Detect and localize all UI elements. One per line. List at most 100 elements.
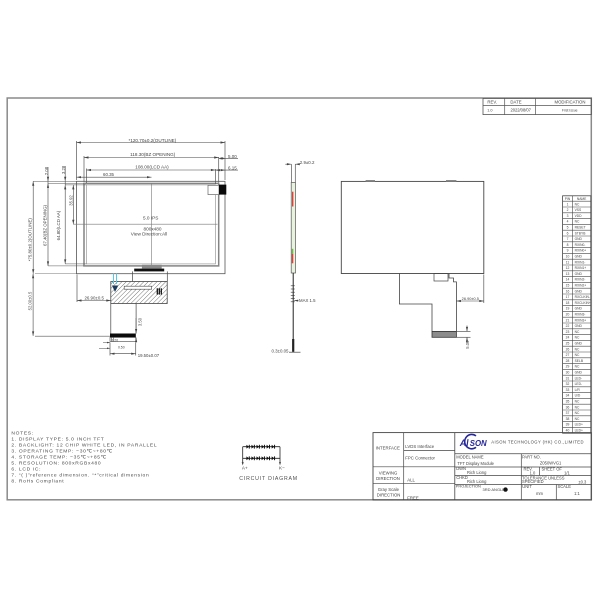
svg-text:REV.: REV. — [487, 99, 497, 104]
svg-text:TFT Display Module: TFT Display Module — [457, 461, 494, 466]
svg-text:SHEET OF: SHEET OF — [542, 466, 563, 471]
svg-text:GND: GND — [575, 342, 583, 346]
svg-text:RXIN3-: RXIN3- — [575, 313, 586, 317]
svg-text:RXIN0+: RXIN0+ — [575, 249, 587, 253]
svg-text:22: 22 — [566, 324, 570, 328]
svg-text:32: 32 — [566, 382, 570, 386]
svg-text:CHKD: CHKD — [456, 475, 468, 480]
svg-text:6. LCD IC:: 6. LCD IC: — [11, 466, 41, 472]
svg-text:MAX 1.5: MAX 1.5 — [299, 298, 316, 303]
svg-text:67.40(BZ OPENING): 67.40(BZ OPENING) — [42, 204, 47, 246]
svg-text:RXIN3+: RXIN3+ — [575, 318, 587, 322]
svg-text:VDD: VDD — [575, 214, 583, 218]
svg-text:0.3±0.05: 0.3±0.05 — [271, 348, 289, 353]
svg-text:GND: GND — [575, 272, 583, 276]
svg-text:12: 12 — [566, 266, 570, 270]
svg-text:2.9±0.2: 2.9±0.2 — [300, 160, 315, 165]
svg-text:SELB: SELB — [575, 359, 584, 363]
svg-text:34: 34 — [566, 394, 570, 398]
svg-text:SCALE: SCALE — [558, 484, 572, 489]
svg-text:VIEWING: VIEWING — [379, 470, 398, 475]
svg-text:52.00±0.5: 52.00±0.5 — [27, 291, 32, 310]
svg-text:NC: NC — [575, 400, 580, 404]
svg-text:21: 21 — [566, 318, 570, 322]
svg-text:35: 35 — [566, 400, 570, 404]
svg-text:*75.80±0.2(OUTLINE): *75.80±0.2(OUTLINE) — [27, 218, 32, 262]
svg-text:23: 23 — [566, 330, 570, 334]
svg-text:NC: NC — [575, 347, 580, 351]
svg-text:RESET: RESET — [575, 226, 586, 230]
svg-text:NC: NC — [575, 417, 580, 421]
svg-text:8: 8 — [567, 243, 569, 247]
svg-text:GND: GND — [575, 289, 583, 293]
svg-text:DIRECTION: DIRECTION — [376, 476, 400, 481]
svg-text:7: 7 — [567, 237, 569, 241]
svg-text:PART NO.: PART NO. — [522, 454, 541, 459]
svg-text:800x480: 800x480 — [144, 226, 162, 231]
svg-text:LED-: LED- — [575, 376, 583, 380]
svg-text:RXIN0-: RXIN0- — [575, 243, 586, 247]
svg-text:Gray Scale: Gray Scale — [378, 487, 400, 492]
svg-text:RXIN1+: RXIN1+ — [575, 266, 587, 270]
svg-text:GND: GND — [575, 255, 583, 259]
svg-text:*120.70±0.2(OUTLINE): *120.70±0.2(OUTLINE) — [129, 138, 177, 143]
svg-text:mm: mm — [536, 491, 543, 496]
svg-text:24: 24 — [566, 336, 570, 340]
svg-text:31: 31 — [566, 376, 570, 380]
svg-text:TOLERANCE UNLESS: TOLERANCE UNLESS — [522, 475, 565, 480]
svg-text:AISON TECHNOLOGY (HK) CO.,L: AISON TECHNOLOGY (HK) CO.,LIMITED — [491, 440, 584, 445]
svg-text:±0.3: ±0.3 — [578, 479, 587, 484]
svg-text:Rich Liong: Rich Liong — [467, 470, 487, 475]
svg-text:1: 1 — [567, 202, 569, 206]
svg-text:4: 4 — [567, 220, 569, 224]
svg-text:14: 14 — [566, 278, 570, 282]
svg-text:17: 17 — [566, 295, 570, 299]
svg-text:0.50: 0.50 — [118, 345, 125, 349]
svg-text:5.00: 5.00 — [228, 154, 237, 159]
svg-text:FREE: FREE — [407, 496, 419, 501]
svg-text:37: 37 — [566, 411, 570, 415]
svg-text:64.80(LCD AA): 64.80(LCD AA) — [56, 210, 61, 240]
svg-text:PROJECTION: PROJECTION — [456, 484, 481, 489]
svg-text:Rich Liong: Rich Liong — [467, 479, 487, 484]
svg-text:1/1: 1/1 — [564, 471, 570, 476]
svg-text:CIRCUIT DIAGRAM: CIRCUIT DIAGRAM — [239, 476, 298, 482]
svg-text:NC: NC — [575, 405, 580, 409]
svg-text:A: A — [459, 438, 467, 448]
svg-text:REV.: REV. — [524, 466, 533, 471]
svg-text:20: 20 — [566, 313, 570, 317]
svg-text:5.00: 5.00 — [465, 340, 470, 349]
svg-text:3. OPERATING TEMP: −30℃~+80℃: 3. OPERATING TEMP: −30℃~+80℃ — [11, 448, 112, 454]
svg-text:33: 33 — [566, 388, 570, 392]
svg-text:5.0 IPS: 5.0 IPS — [143, 215, 158, 220]
svg-text:NOTES:: NOTES: — [11, 430, 33, 436]
svg-text:36: 36 — [566, 405, 570, 409]
svg-text:MODEL NAME: MODEL NAME — [456, 454, 484, 459]
svg-text:27: 27 — [566, 353, 570, 357]
svg-text:28: 28 — [566, 359, 570, 363]
svg-text:DIRECTION: DIRECTION — [377, 492, 401, 497]
svg-text:STBYB: STBYB — [575, 231, 587, 235]
svg-text:2. BACKLIGHT: 12 CHIP WHITE LE: 2. BACKLIGHT: 12 CHIP WHITE LED, IN PARA… — [11, 442, 157, 448]
svg-text:RXIN2-: RXIN2- — [575, 278, 586, 282]
svg-text:GND: GND — [575, 237, 583, 241]
svg-text:LED+: LED+ — [575, 429, 583, 433]
svg-text:4. STORAGE TEMP: −35℃~+85℃: 4. STORAGE TEMP: −35℃~+85℃ — [11, 454, 106, 460]
svg-text:15: 15 — [566, 284, 570, 288]
svg-text:NC: NC — [575, 336, 580, 340]
svg-text:NC: NC — [575, 202, 580, 206]
svg-text:26.90±0.5: 26.90±0.5 — [84, 296, 104, 301]
svg-text:SON: SON — [470, 439, 487, 448]
svg-text:5. RESOLUTION: 800xRGBx480: 5. RESOLUTION: 800xRGBx480 — [11, 460, 101, 466]
svg-text:A+: A+ — [242, 466, 248, 471]
svg-text:10: 10 — [566, 255, 570, 259]
svg-text:NC: NC — [575, 220, 580, 224]
svg-text:DATE: DATE — [510, 99, 521, 104]
svg-text:1. DISPLAY TYPE: 5.0 INCH TFT: 1. DISPLAY TYPE: 5.0 INCH TFT — [11, 436, 104, 442]
svg-text:7. “( )”reference dimension. “: 7. “( )”reference dimension. “*”critical… — [11, 472, 149, 478]
svg-text:5: 5 — [567, 226, 569, 230]
svg-text:2022/08/07: 2022/08/07 — [510, 108, 531, 113]
svg-text:NC: NC — [575, 330, 580, 334]
svg-text:LED-: LED- — [575, 382, 583, 386]
svg-text:VSS: VSS — [575, 208, 582, 212]
